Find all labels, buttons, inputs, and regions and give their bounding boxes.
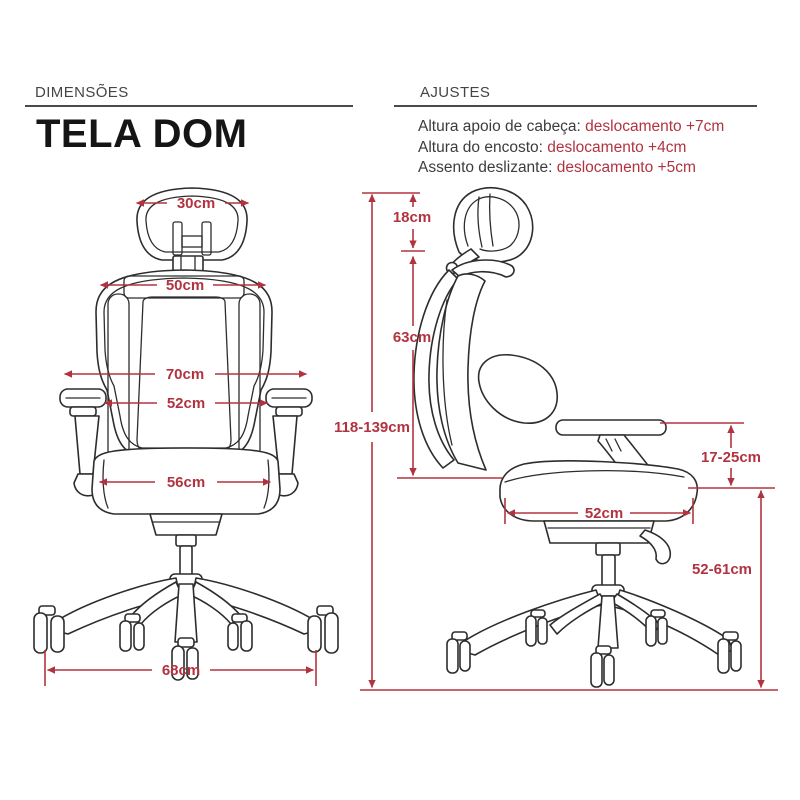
front-view-dimensions: 30cm 50cm 70cm 52cm 56cm 68cm <box>44 195 317 686</box>
section-title-dimensions: DIMENSÕES <box>35 84 129 101</box>
side-view-chair-illustration <box>413 187 742 688</box>
side-gas-lift <box>601 554 616 588</box>
front-backrest-top-strip <box>123 275 245 299</box>
dim-label-seat-height: 52-61cm <box>692 561 752 578</box>
dim-label-overall-height: 118-139cm <box>334 419 410 436</box>
side-caster-mid-left <box>525 609 548 647</box>
product-name: TELA DOM <box>36 112 248 156</box>
side-headrest <box>445 187 534 275</box>
dim-seat-depth: 52cm <box>504 498 694 524</box>
side-base <box>446 589 742 688</box>
adjustment-value: deslocamento +7cm <box>585 118 725 135</box>
dim-label-lower-backrest-width: 52cm <box>167 395 205 412</box>
side-backrest <box>413 259 558 471</box>
front-caster-mid-right <box>227 613 253 652</box>
dim-lower-backrest-width: 52cm <box>104 395 268 412</box>
adjustments-list: Altura apoio de cabeça: deslocamento +7c… <box>418 117 724 179</box>
front-seat-mechanism <box>149 513 223 587</box>
dim-label-seat-depth: 52cm <box>585 505 623 522</box>
dim-label-base-width: 68cm <box>162 662 200 679</box>
dim-label-overall-width: 70cm <box>166 366 204 383</box>
dim-headrest-height: 18cm <box>393 194 431 252</box>
front-headrest <box>136 187 248 261</box>
dim-overall-height: 118-139cm <box>334 194 410 688</box>
dim-backrest-height: 63cm <box>393 256 502 479</box>
side-tilt-lever <box>639 529 672 565</box>
dim-headrest-width: 30cm <box>136 195 249 212</box>
dim-label-backrest-height: 63cm <box>393 329 431 346</box>
side-seat-mechanism <box>543 520 672 597</box>
dim-label-headrest-height: 18cm <box>393 209 431 226</box>
side-caster-mid-right <box>645 609 668 647</box>
front-gas-lift <box>179 545 193 577</box>
adjustment-label: Altura do encosto: <box>418 138 548 156</box>
adjustment-backrest: Altura do encosto: deslocamento +4cm <box>418 138 724 159</box>
section-title-ajustes: AJUSTES <box>420 84 491 101</box>
adjustment-label: Assento deslizante: <box>418 159 557 176</box>
front-caster-far-right <box>307 605 339 654</box>
front-caster-center <box>171 637 199 681</box>
front-seat <box>91 447 281 515</box>
side-lumbar-cushion <box>477 354 558 424</box>
front-view-chair-illustration <box>33 187 339 681</box>
front-neck-connector <box>172 255 204 272</box>
adjustment-value: deslocamento +4cm <box>547 138 687 156</box>
dimensions-underline <box>25 105 353 107</box>
side-caster-far-left <box>446 631 471 674</box>
adjustment-label: Altura apoio de cabeça: <box>418 118 586 135</box>
dim-label-upper-backrest-width: 50cm <box>166 277 204 294</box>
dim-upper-backrest-width: 50cm <box>100 277 266 294</box>
dim-label-armrest-height: 17-25cm <box>701 449 761 466</box>
dim-overall-width: 70cm <box>64 366 307 383</box>
front-caster-far-left <box>33 605 65 654</box>
dim-seat-width: 56cm <box>99 474 271 491</box>
ajustes-underline <box>394 105 757 107</box>
front-caster-mid-left <box>119 613 145 652</box>
dim-label-seat-width: 56cm <box>167 474 205 491</box>
dim-armrest-height: 17-25cm <box>660 422 761 486</box>
side-caster-far-right <box>717 631 742 674</box>
side-caster-center <box>590 645 615 688</box>
side-seat <box>499 460 699 522</box>
front-backrest <box>95 269 273 461</box>
adjustment-value: deslocamento +5cm <box>556 159 696 176</box>
dim-seat-height: 52-61cm <box>688 487 775 688</box>
dim-base-width: 68cm <box>44 650 317 686</box>
adjustment-headrest: Altura apoio de cabeça: deslocamento +7c… <box>418 117 724 138</box>
front-base <box>33 577 339 681</box>
dim-label-headrest-width: 30cm <box>177 195 215 212</box>
side-view-dimensions: 118-139cm 18cm 63cm 17-25cm 52cm <box>334 192 778 691</box>
adjustment-seat: Assento deslizante: deslocamento +5cm <box>418 158 724 179</box>
